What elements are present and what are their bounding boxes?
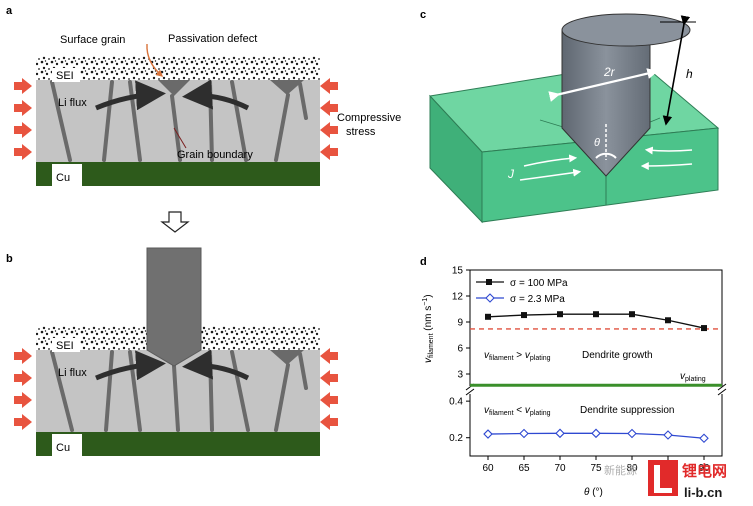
li-flux-label-b: Li flux xyxy=(58,367,87,379)
annotation-suppression-condition: vfilament < vplating xyxy=(484,405,551,417)
sei-label: SEI xyxy=(56,70,74,82)
watermark-small: 新能源 xyxy=(604,463,637,477)
data-point-2-3mpa xyxy=(663,430,673,440)
transition-arrow-icon xyxy=(160,211,190,233)
compressive-stress-arrows-b xyxy=(14,348,338,430)
passivation-defect-label: Passivation defect xyxy=(168,33,257,45)
chart-frame-lower xyxy=(469,391,723,457)
lithium-filament xyxy=(146,247,202,367)
li-flux-label: Li flux xyxy=(58,97,87,109)
li-flux-arrow-left xyxy=(95,80,166,111)
data-point-100mpa xyxy=(557,311,563,318)
annotation-growth-condition: vfilament > vplating xyxy=(484,350,551,362)
x-tick-label: 75 xyxy=(590,463,602,474)
x-axis-label: θ (°) xyxy=(584,487,603,498)
surface-grain-wedge-b xyxy=(270,350,304,365)
sei-layer xyxy=(36,56,320,80)
panel-b-label: b xyxy=(6,253,13,265)
filament-top-ellipse xyxy=(561,13,691,47)
li-flux-arrow-right xyxy=(182,79,250,111)
data-point-2-3mpa xyxy=(483,429,493,439)
x-tick-label: 65 xyxy=(518,463,530,474)
surface-grain-wedge-right xyxy=(270,80,304,95)
data-point-2-3mpa xyxy=(591,428,601,439)
li-flux-arrow-right-b xyxy=(182,349,250,381)
y-tick-label-upper: 3 xyxy=(457,370,463,381)
radius-label: 2r xyxy=(603,65,616,79)
y-tick-label-upper: 9 xyxy=(457,318,463,329)
data-point-100mpa xyxy=(485,313,491,320)
y-tick-label-lower: 0.2 xyxy=(449,433,463,444)
data-point-100mpa xyxy=(665,317,671,324)
cu-label-b: Cu xyxy=(56,442,70,454)
compressive-stress-arrows xyxy=(14,78,338,160)
panel-c: c 2r h θ J xyxy=(420,9,720,224)
sei-label-b: SEI xyxy=(56,340,74,352)
watermark: 新能源 锂电网 li-b.cn xyxy=(604,460,727,500)
watermark-cn: 锂电网 xyxy=(682,462,727,480)
y-tick-label-upper: 12 xyxy=(452,292,464,303)
copper-collector xyxy=(36,162,320,186)
annotation-growth: Dendrite growth xyxy=(582,350,653,361)
grain-boundaries-b xyxy=(50,350,308,432)
watermark-logo-mark xyxy=(654,465,672,493)
legend-label-2-3: σ = 2.3 MPa xyxy=(510,294,565,305)
li-flux-arrow-left-b xyxy=(95,350,166,381)
svg-text:vfilament (nm s−1): vfilament (nm s−1) xyxy=(422,294,435,363)
grain-boundary-label: Grain boundary xyxy=(177,149,253,161)
legend-label-100: σ = 100 MPa xyxy=(510,278,568,289)
x-tick-label: 60 xyxy=(482,463,494,474)
y-tick-label-upper: 15 xyxy=(452,266,464,277)
legend-marker-2-3 xyxy=(485,293,495,303)
radius-arrow xyxy=(548,68,659,102)
compressive-stress-label-2: stress xyxy=(346,126,376,138)
x-tick-label: 70 xyxy=(554,463,566,474)
grain-boundary-leader xyxy=(173,127,187,149)
y-axis-label: vfilament (nm s−1) xyxy=(422,294,435,363)
annotation-suppression: Dendrite suppression xyxy=(580,405,675,416)
cu-label-box-b xyxy=(52,434,82,456)
data-point-2-3mpa xyxy=(519,428,529,439)
height-label: h xyxy=(686,67,693,81)
panel-a-label: a xyxy=(6,5,13,17)
chart-ticks: 6065707580859015129630.40.2 xyxy=(449,266,710,475)
data-point-100mpa xyxy=(701,325,707,332)
surface-grain-label: Surface grain xyxy=(60,34,125,46)
x-tick-label: 80 xyxy=(626,463,638,474)
cu-label: Cu xyxy=(56,172,70,184)
cu-label-box xyxy=(52,164,82,186)
legend-marker-100 xyxy=(486,279,492,285)
data-point-2-3mpa xyxy=(555,428,565,439)
axis-break-gap xyxy=(466,386,726,394)
compressive-stress-label-1: Compressive xyxy=(337,112,401,124)
panel-d-label: d xyxy=(420,256,427,268)
panel-c-label: c xyxy=(420,9,426,21)
watermark-url: li-b.cn xyxy=(684,485,722,500)
theta-label: θ xyxy=(594,137,600,149)
panel-d: d vfilament (nm s−1) θ (°) 6065707580859… xyxy=(420,256,727,498)
data-point-100mpa xyxy=(629,311,635,318)
x-tick-label: 90 xyxy=(698,463,710,474)
passivation-defect-arrow xyxy=(146,43,164,77)
chart-legend: σ = 100 MPa σ = 2.3 MPa xyxy=(476,278,568,305)
sei-label-box-b xyxy=(52,338,80,352)
panel-a: a Cu Surface grain Passivation defect xyxy=(6,5,401,186)
panel-b: b Cu SEI Li flux xyxy=(6,247,338,456)
surface-grain-wedge xyxy=(158,80,190,96)
y-tick-label-upper: 6 xyxy=(457,344,463,355)
flux-arrows xyxy=(519,146,693,181)
data-point-100mpa xyxy=(521,312,527,319)
data-point-2-3mpa xyxy=(627,428,637,439)
y-tick-label-lower: 0.4 xyxy=(449,397,463,408)
chart-series xyxy=(483,311,709,444)
height-arrow xyxy=(662,15,691,126)
data-point-2-3mpa xyxy=(699,433,709,444)
flux-label: J xyxy=(507,167,515,181)
copper-collector-b xyxy=(36,432,320,456)
sei-label-box xyxy=(52,68,80,82)
plating-label: vplating xyxy=(680,371,706,383)
data-point-100mpa xyxy=(593,311,599,318)
theta-arc xyxy=(595,152,617,159)
